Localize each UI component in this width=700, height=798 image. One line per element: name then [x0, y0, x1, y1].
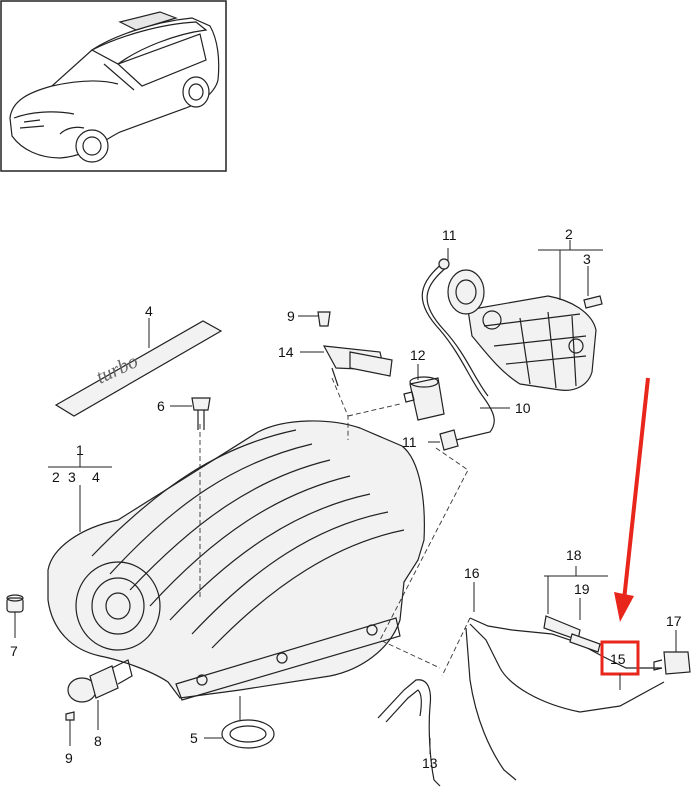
callout-1-sub-3: 3	[68, 469, 76, 485]
callout-2: 2	[565, 226, 573, 242]
callout-7: 7	[10, 643, 18, 659]
callout-9-bottom: 9	[65, 750, 73, 766]
suv-illustration	[9, 11, 220, 163]
callout-15: 15	[610, 651, 626, 667]
callout-18: 18	[566, 547, 582, 563]
part-17-connector	[653, 630, 691, 675]
vehicle-thumbnail	[0, 0, 227, 172]
part-13-hose	[377, 679, 441, 787]
callout-10: 10	[515, 400, 531, 416]
callout-11-bottom: 11	[402, 434, 417, 450]
part-10-vacuum-hose	[421, 248, 510, 451]
callout-16: 16	[464, 565, 480, 581]
callout-12: 12	[410, 347, 426, 363]
part-12-solenoid-valve	[403, 364, 445, 421]
callout-17: 17	[666, 613, 682, 629]
callout-1-sub-2: 2	[52, 469, 60, 485]
part-7-cap	[6, 594, 24, 638]
part-5-gasket	[204, 696, 275, 749]
callout-1-sub-4: 4	[92, 469, 100, 485]
callout-1: 1	[76, 442, 84, 458]
callout-9-top: 9	[287, 308, 295, 324]
callout-labels: 1 2 3 4 2 3 4 5 6 7 8 9 9 10 11 11 12 13…	[10, 226, 682, 771]
part-1-intake-manifold	[47, 420, 425, 701]
part-15-highlight	[600, 377, 650, 690]
part-6-bolt	[170, 397, 211, 430]
part-8-temperature-sensor	[65, 659, 133, 746]
callout-6: 6	[157, 398, 165, 414]
callout-14: 14	[278, 344, 294, 360]
assembly-guide-lines	[199, 377, 471, 677]
callout-5: 5	[190, 730, 198, 746]
part-14-sensor	[298, 311, 393, 387]
part-16-hose-assembly	[465, 566, 665, 781]
callout-11-top: 11	[442, 227, 457, 243]
callout-3: 3	[583, 251, 591, 267]
callout-4: 4	[145, 303, 153, 319]
part-2-actuator-bracket	[447, 240, 603, 391]
callout-13: 13	[422, 755, 438, 771]
callout-8: 8	[94, 733, 102, 749]
callout-19: 19	[574, 581, 590, 597]
